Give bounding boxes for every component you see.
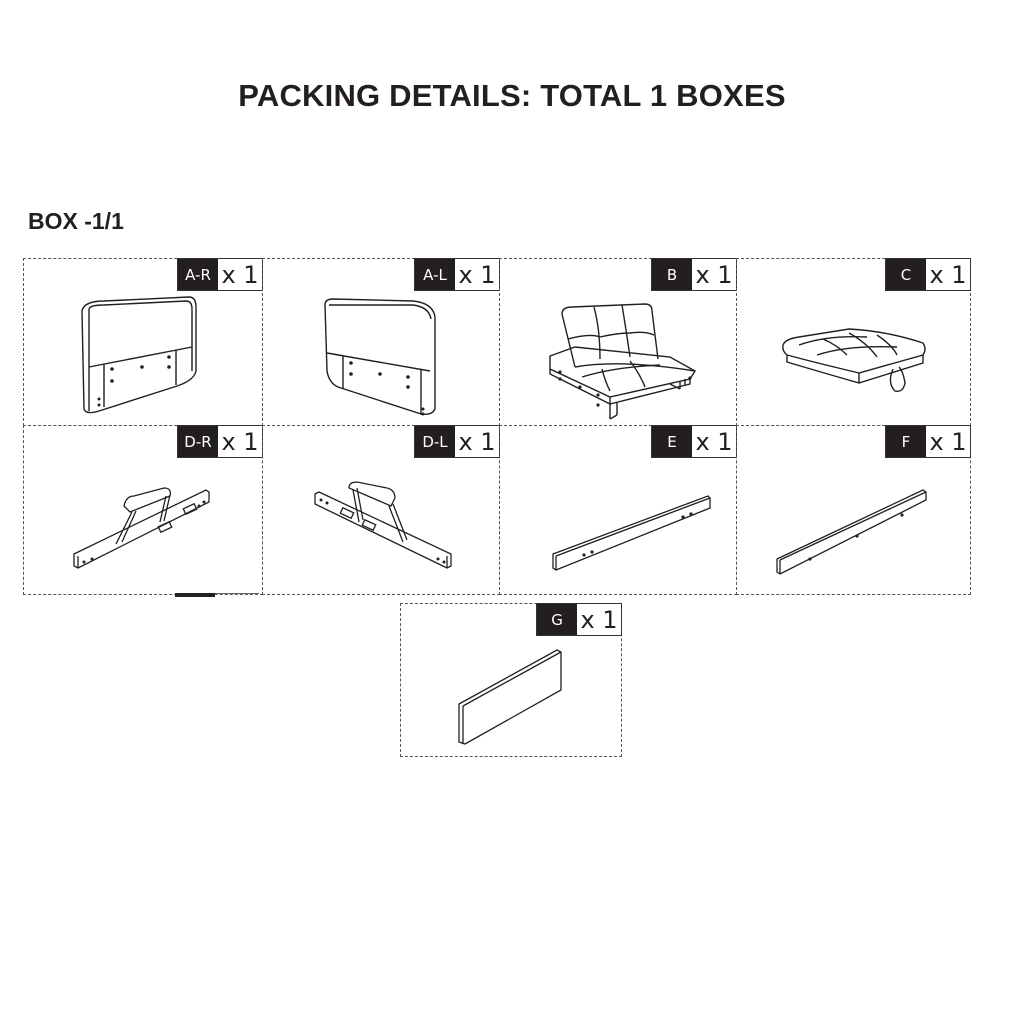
part-code: A-R [178, 259, 218, 290]
part-code: E [652, 426, 692, 457]
part-cell-a-l: A-L x 1 [262, 258, 500, 426]
part-cell-a-r: A-R x 1 [23, 258, 263, 426]
part-quantity: x 1 [577, 604, 621, 635]
part-code: C [886, 259, 926, 290]
part-badge: A-R x 1 [177, 258, 263, 291]
part-cell-d-r: D-R x 1 [23, 425, 263, 595]
part-badge: A-L x 1 [414, 258, 500, 291]
part-badge: F x 1 [885, 425, 971, 458]
part-badge: B x 1 [651, 258, 737, 291]
part-quantity: x 1 [218, 259, 262, 290]
badge-fragment [175, 593, 259, 598]
part-code: D-L [415, 426, 455, 457]
sofa-seat-icon [549, 303, 696, 420]
part-code: G [537, 604, 577, 635]
part-badge: D-L x 1 [414, 425, 500, 458]
part-quantity: x 1 [218, 426, 262, 457]
mechanism-rail-right-icon [73, 487, 210, 569]
part-badge: C x 1 [885, 258, 971, 291]
part-cell-c: C x 1 [736, 258, 971, 426]
part-quantity: x 1 [692, 259, 736, 290]
page-title: PACKING DETAILS: TOTAL 1 BOXES [238, 78, 786, 113]
part-cell-b: B x 1 [499, 258, 737, 426]
rail-e-icon [552, 495, 711, 571]
part-quantity: x 1 [455, 426, 499, 457]
part-code: F [886, 426, 926, 457]
mechanism-rail-left-icon [314, 481, 452, 569]
part-quantity: x 1 [926, 426, 970, 457]
box-label: BOX -1/1 [28, 208, 124, 234]
part-badge: E x 1 [651, 425, 737, 458]
part-cell-d-l: D-L x 1 [262, 425, 500, 595]
part-code: B [652, 259, 692, 290]
side-panel-left-icon [324, 298, 436, 416]
part-quantity: x 1 [455, 259, 499, 290]
part-cell-e: E x 1 [499, 425, 737, 595]
cushion-icon [782, 328, 926, 393]
part-quantity: x 1 [926, 259, 970, 290]
part-code: D-R [178, 426, 218, 457]
side-panel-right-icon [81, 296, 197, 414]
rail-f-icon [776, 489, 927, 575]
board-panel-icon [458, 649, 562, 745]
part-quantity: x 1 [692, 426, 736, 457]
part-badge: G x 1 [536, 603, 622, 636]
part-badge: D-R x 1 [177, 425, 263, 458]
part-cell-g: G x 1 [400, 603, 622, 757]
part-cell-f: F x 1 [736, 425, 971, 595]
part-code: A-L [415, 259, 455, 290]
